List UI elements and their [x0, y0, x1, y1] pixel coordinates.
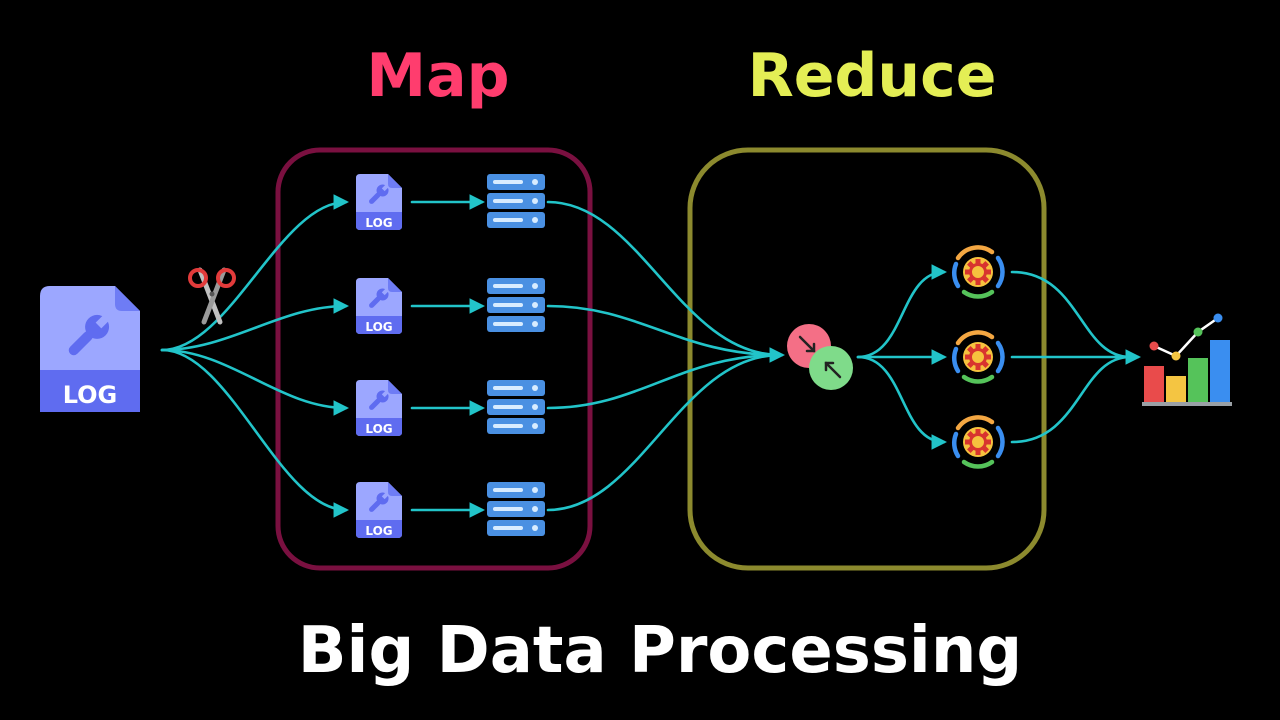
- diagram-title: Big Data Processing: [298, 614, 1022, 688]
- server-icon: [487, 482, 545, 536]
- input-log-label: LOG: [63, 381, 118, 409]
- flow-lines: [160, 194, 1142, 518]
- mapper-log-label: LOG: [365, 216, 392, 230]
- log-file-icon: LOG: [40, 286, 140, 412]
- flow-line: [160, 194, 350, 352]
- flow-line: [546, 200, 782, 357]
- log-file-icon: LOG: [356, 278, 402, 334]
- merge-icon: [787, 324, 853, 390]
- flow-line: [160, 348, 350, 518]
- flow-line: [546, 353, 782, 410]
- flow-line: [160, 348, 350, 416]
- flow-line: [546, 353, 782, 512]
- flow-line: [1010, 355, 1132, 444]
- bar-chart-icon: [1142, 313, 1232, 406]
- gear-process-icon: [952, 415, 1005, 469]
- mapper-log-label: LOG: [365, 422, 392, 436]
- log-file-icon: LOG: [356, 174, 402, 230]
- mapper-log-label: LOG: [365, 320, 392, 334]
- log-file-icon: LOG: [356, 380, 402, 436]
- server-icon: [487, 278, 545, 332]
- server-icon: [487, 380, 545, 434]
- flow-line: [856, 355, 948, 450]
- reduce-title: Reduce: [748, 41, 997, 111]
- mapper-log-label: LOG: [365, 524, 392, 538]
- server-icon: [487, 174, 545, 228]
- gear-process-icon: [952, 245, 1005, 299]
- flow-line: [546, 304, 782, 357]
- flow-line: [1010, 270, 1132, 359]
- flow-line: [856, 264, 948, 359]
- scissors-icon: [188, 267, 236, 325]
- map-box: [275, 147, 593, 571]
- reduce-box: [687, 147, 1047, 571]
- flow-line: [160, 298, 350, 352]
- map-title: Map: [366, 41, 509, 111]
- log-file-icon: LOG: [356, 482, 402, 538]
- gear-process-icon: [952, 330, 1005, 384]
